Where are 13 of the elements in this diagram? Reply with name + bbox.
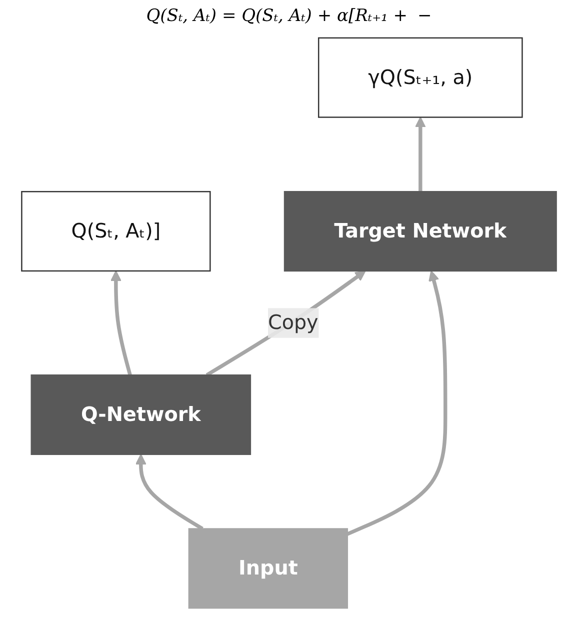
arrow [346, 270, 448, 536]
arrow [206, 270, 366, 377]
node-box: γQ(Sₜ₊₁, a) [318, 37, 523, 118]
arrow [414, 116, 426, 192]
node-box: Input [188, 528, 348, 609]
formula-text: Q(Sₜ, Aₜ) = Q(Sₜ, Aₜ) + α[Rₜ₊₁ + [146, 6, 408, 26]
node-box: Q(Sₜ, Aₜ)] [21, 191, 211, 272]
arrow [135, 454, 204, 530]
node-box: Q-Network [30, 374, 252, 455]
formula-text: − [418, 6, 432, 26]
edge-label: Copy [268, 310, 318, 334]
arrow [110, 270, 132, 376]
node-box: Target Network [284, 191, 557, 272]
